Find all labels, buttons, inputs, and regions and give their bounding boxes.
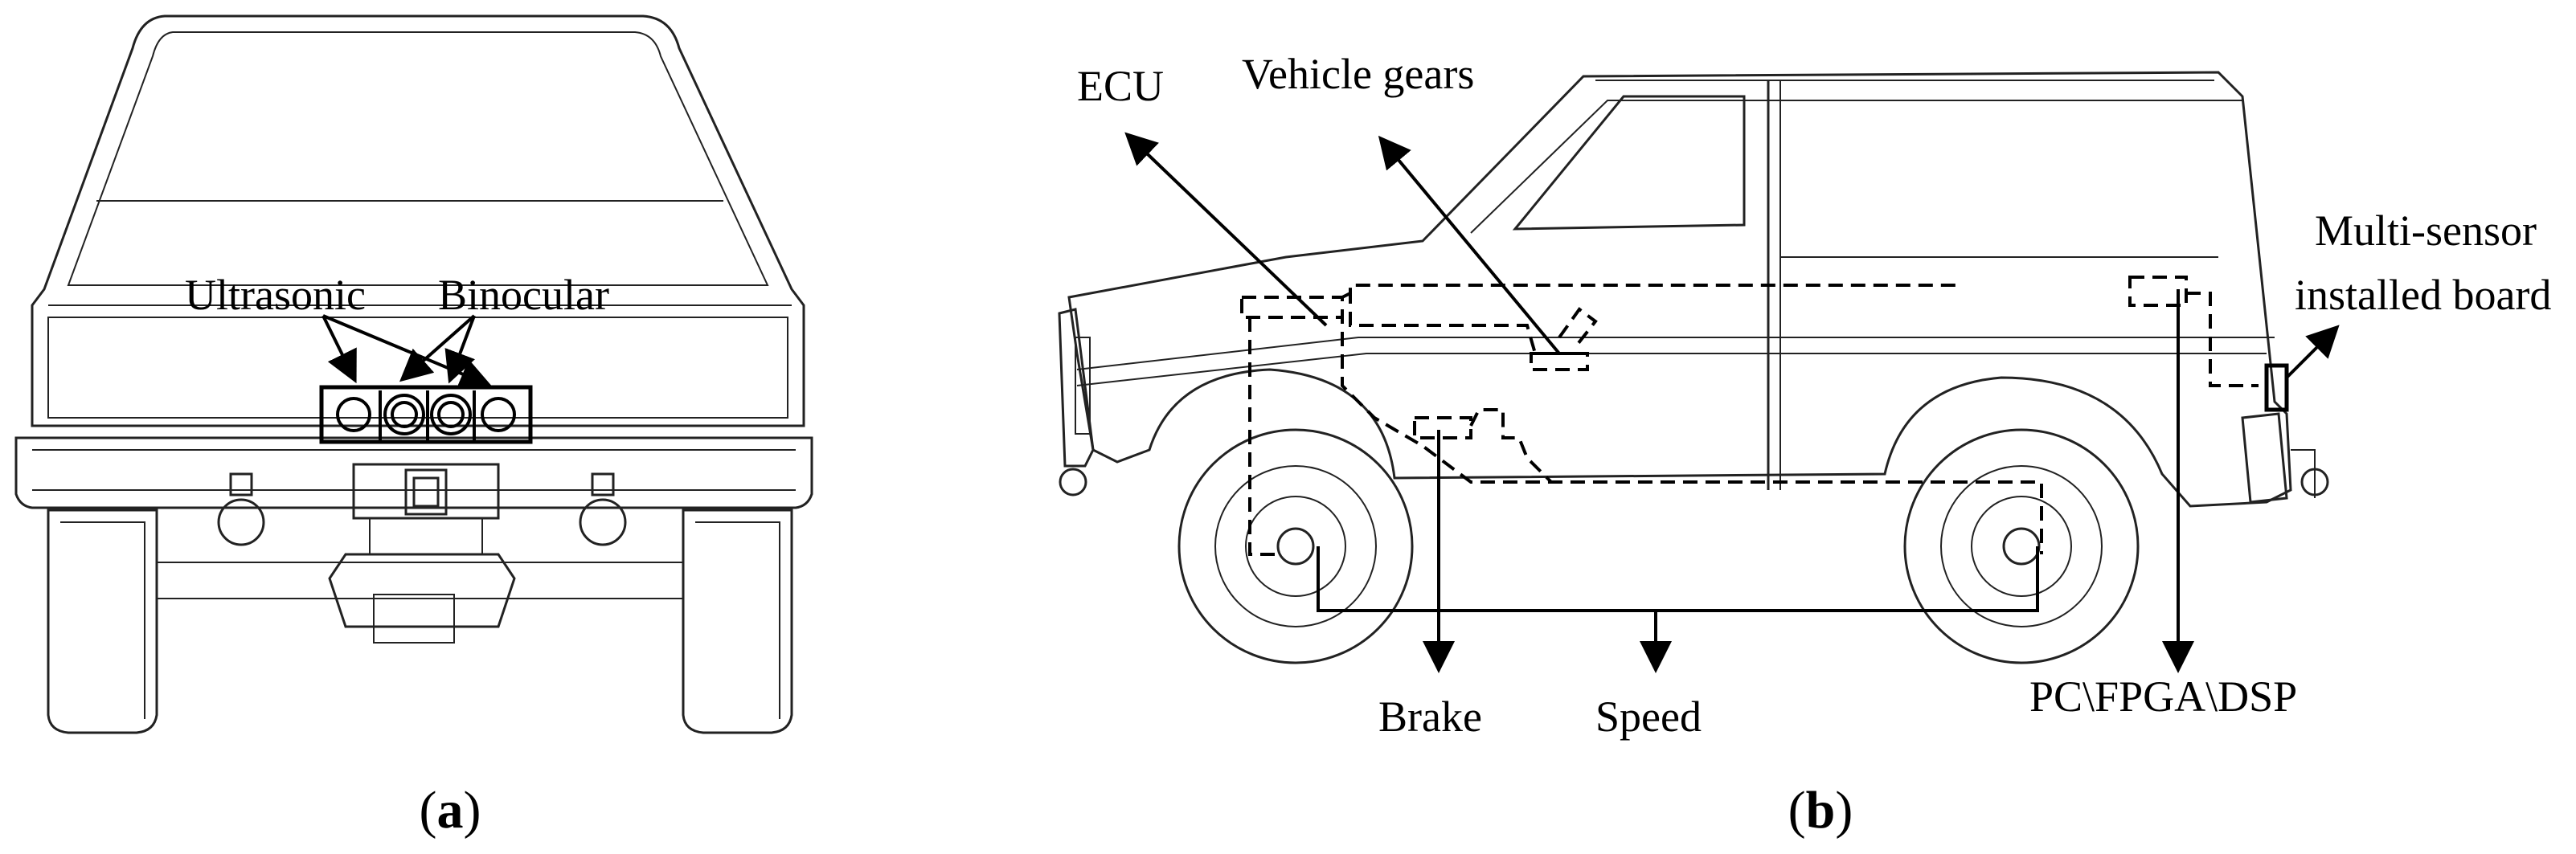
label-binocular: Binocular xyxy=(438,271,609,319)
caption-a-letter: a xyxy=(437,781,464,840)
ultrasonic-sensor-left xyxy=(336,397,371,432)
label-ultrasonic: Ultrasonic xyxy=(185,271,366,319)
label-ecu: ECU xyxy=(1077,62,1164,110)
panel-a-arrows xyxy=(321,314,493,390)
panel-b: ECU Vehicle gears Multi-sensor installed… xyxy=(1058,50,2551,840)
label-multi-sensor-line1: Multi-sensor xyxy=(2315,206,2537,255)
camera-right xyxy=(430,394,472,435)
multi-sensor-board xyxy=(2264,363,2289,412)
panel-a: Ultrasonic Binocular (a) xyxy=(14,14,813,840)
caption-a: (a) xyxy=(420,781,481,840)
label-vehicle-gears: Vehicle gears xyxy=(1242,50,1474,98)
label-computing: PC\FPGA\DSP xyxy=(2029,672,2297,721)
ultrasonic-sensor-right xyxy=(481,397,516,432)
rear-vehicle-drawing xyxy=(14,14,813,734)
sensor-board xyxy=(319,385,533,444)
camera-left xyxy=(383,394,425,435)
signal-lines xyxy=(1124,132,2340,673)
wiring-dashed xyxy=(1240,276,2259,556)
label-brake: Brake xyxy=(1378,693,1482,741)
side-vehicle-drawing xyxy=(1058,71,2329,664)
label-multi-sensor-line2: installed board xyxy=(2295,271,2551,319)
caption-b-letter: b xyxy=(1806,781,1836,840)
caption-b: (b) xyxy=(1788,781,1853,840)
label-speed: Speed xyxy=(1595,693,1702,741)
